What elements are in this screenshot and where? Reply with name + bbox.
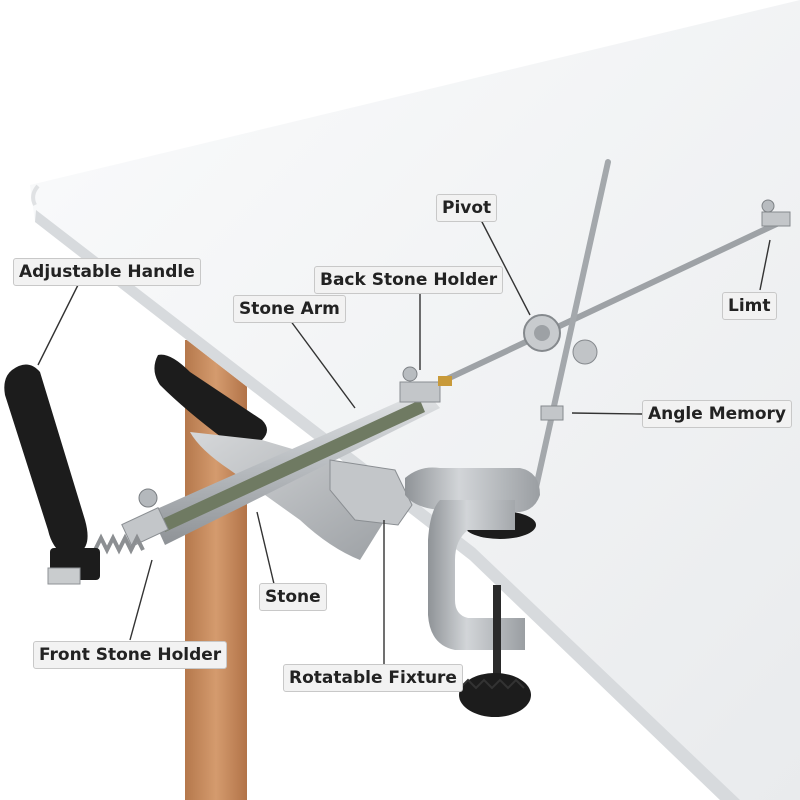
- label-back-stone-holder: Back Stone Holder: [314, 266, 504, 294]
- leader-pivot: [480, 219, 531, 316]
- stone-bar: [150, 390, 440, 545]
- label-limit: Limt: [722, 292, 777, 320]
- knife-handle: [154, 354, 267, 440]
- angle-memory-collar: [540, 405, 564, 421]
- leader-limit: [759, 239, 771, 291]
- label-angle-memory: Angle Memory: [642, 400, 793, 428]
- label-stone-arm: Stone Arm: [233, 295, 346, 323]
- leader-front-stone-holder: [129, 559, 153, 641]
- pivot-rod: [532, 159, 611, 495]
- label-pivot: Pivot: [436, 194, 498, 222]
- knife-clamp-jaws: [329, 459, 413, 526]
- leader-angle-memory: [571, 412, 643, 415]
- label-front-stone-holder: Front Stone Holder: [33, 641, 228, 669]
- pivot-joint: [523, 314, 598, 365]
- leader-adjustable-handle: [37, 284, 79, 366]
- label-rotatable-fixture: Rotatable Fixture: [283, 664, 463, 692]
- front-stone-holder: [93, 488, 169, 555]
- back-stone-holder: [399, 366, 452, 403]
- leader-lines: [37, 219, 771, 665]
- stone-arm-rod: [442, 217, 788, 383]
- handle-base-plate: [47, 567, 81, 585]
- limit-stop: [761, 199, 791, 227]
- c-clamp: [428, 500, 531, 717]
- label-adjustable-handle: Adjustable Handle: [13, 258, 201, 286]
- leader-stone: [256, 511, 275, 585]
- label-stone: Stone: [259, 583, 327, 611]
- leader-stone-arm: [289, 319, 356, 409]
- adjustable-handle-grip: [4, 364, 88, 556]
